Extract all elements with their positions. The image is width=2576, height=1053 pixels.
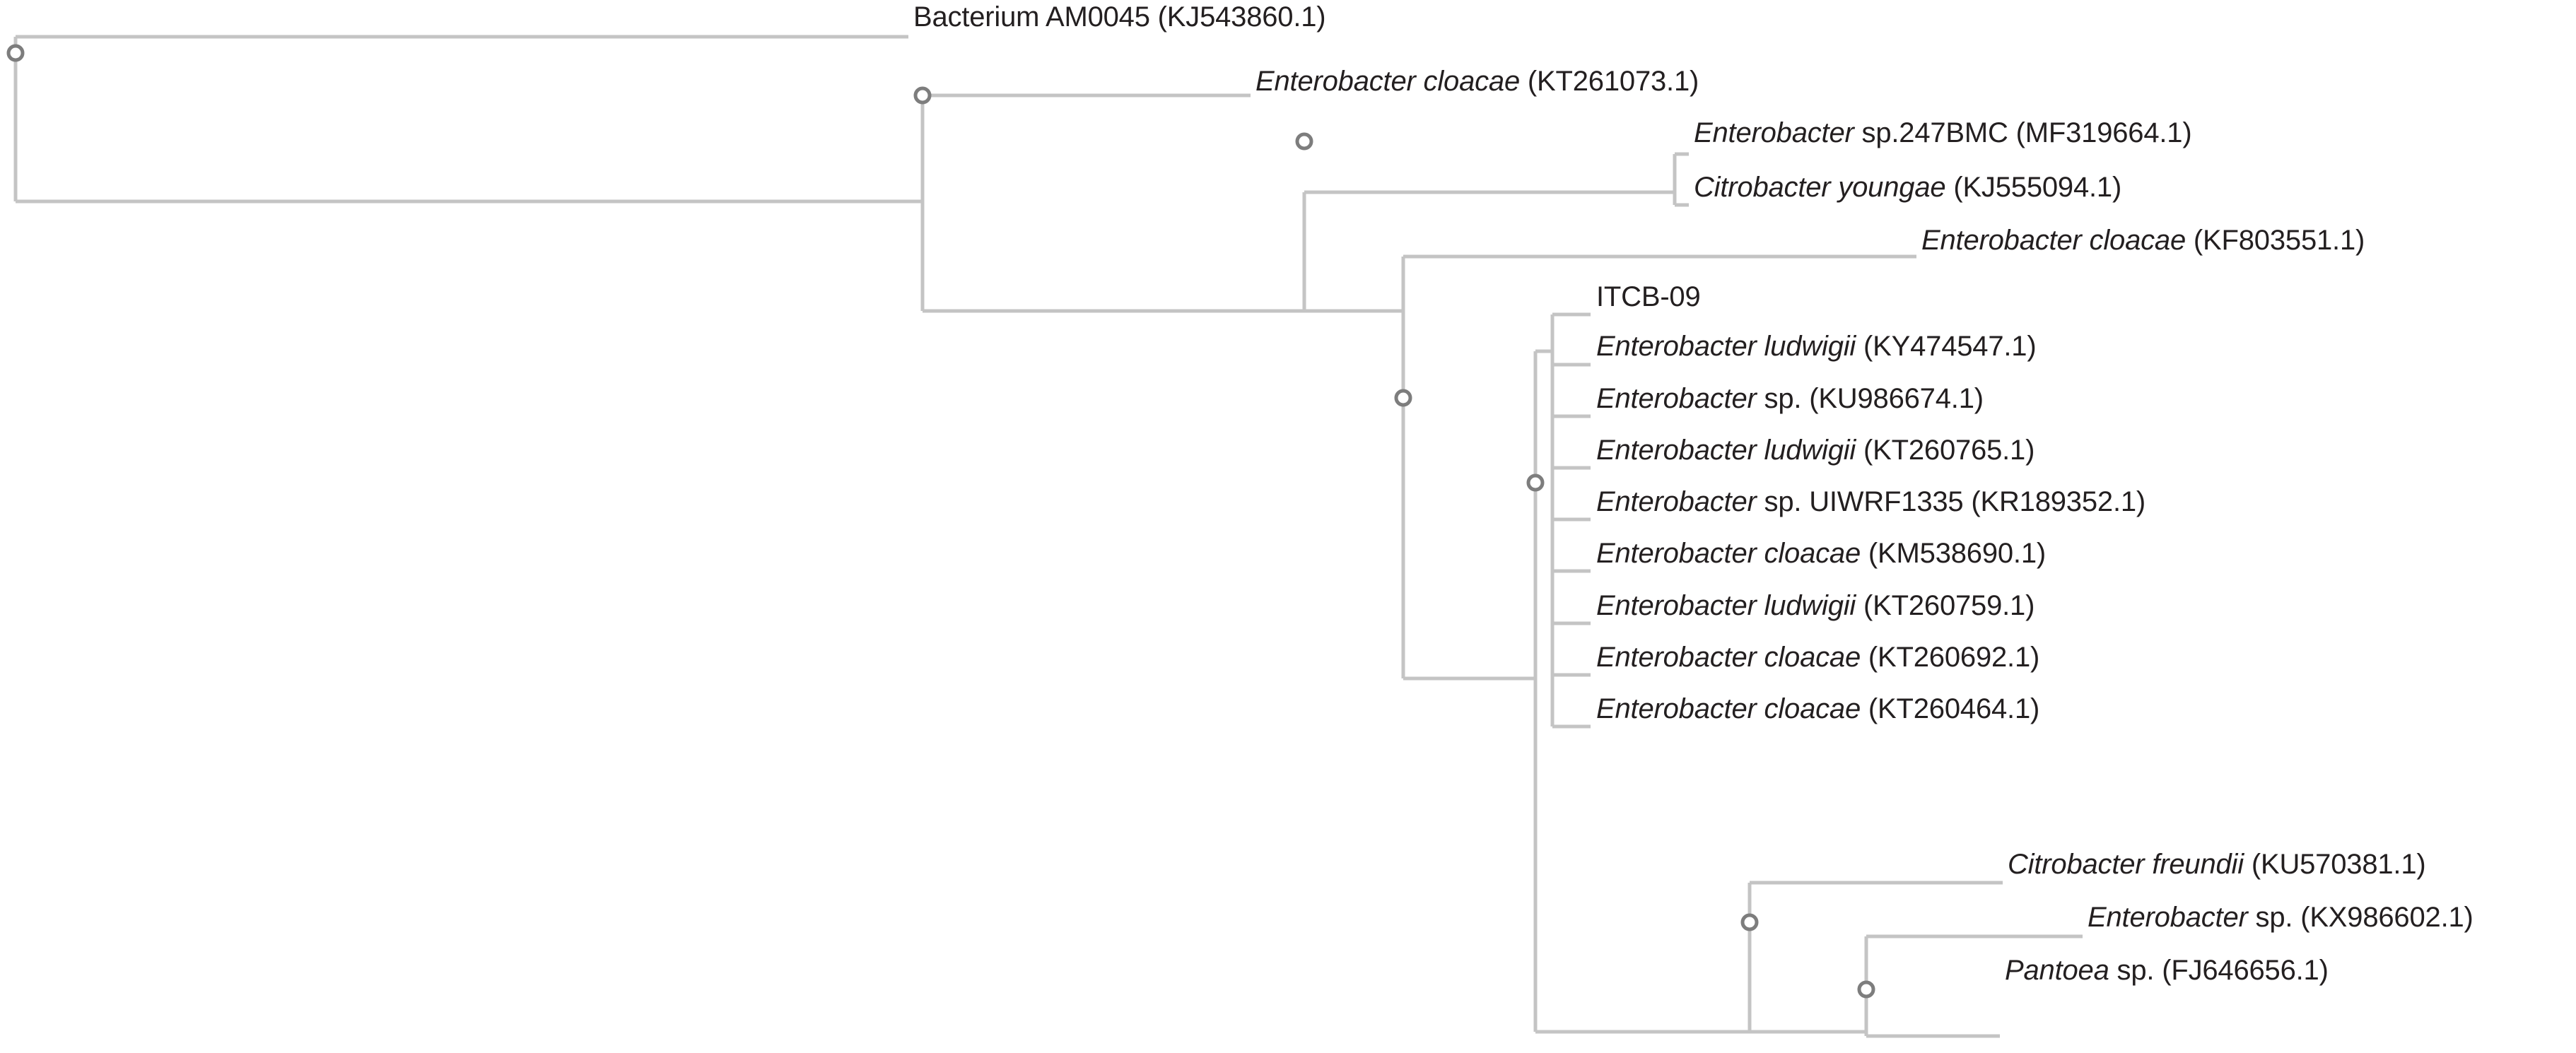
tip-13-species: Enterobacter cloacae [1596, 642, 1861, 673]
tip-label-enterobacter-ludwigii-ky474547: Enterobacter ludwigii (KY474547.1) [1596, 331, 2037, 362]
tip-13-accession: (KT260692.1) [1861, 642, 2040, 673]
tip-2-accession: (KT261073.1) [1520, 66, 1699, 97]
tip-6-accession: ITCB-09 [1596, 281, 1701, 312]
tip-3-accession: sp.247BMC (MF319664.1) [1854, 117, 2192, 148]
tip-16-accession: sp. (KX986602.1) [2247, 902, 2473, 933]
tip-3-species: Enterobacter [1694, 117, 1854, 148]
tip-10-accession: sp. UIWRF1335 (KR189352.1) [1756, 486, 2146, 517]
tip-14-species: Enterobacter cloacae [1596, 693, 1861, 724]
tip-label-enterobacter-cloacae-kt260692: Enterobacter cloacae (KT260692.1) [1596, 643, 2039, 671]
tip-15-accession: (KU570381.1) [2243, 849, 2426, 880]
tip-label-enterobacter-sp-247bmc: Enterobacter sp.247BMC (MF319664.1) [1694, 117, 2192, 148]
tip-label-citrobacter-youngae: Citrobacter youngae (KJ555094.1) [1694, 173, 2121, 201]
tip-17-species: Pantoea [2005, 955, 2109, 986]
tip-label-enterobacter-cloacae-kf803551: Enterobacter cloacae (KF803551.1) [1921, 226, 2365, 254]
tip-label-pantoea-sp: Pantoea sp. (FJ646656.1) [2005, 956, 2329, 984]
node-marker-247bmc-clade [1394, 389, 1412, 407]
node-marker-ludwigii-clade [1526, 473, 1545, 492]
node-marker-root [6, 44, 25, 62]
tip-14-accession: (KT260464.1) [1861, 693, 2040, 724]
tip-label-enterobacter-sp-ku986674: Enterobacter sp. (KU986674.1) [1596, 384, 1984, 413]
tip-12-species: Enterobacter ludwigii [1596, 590, 1856, 621]
tip-label-enterobacter-ludwigii-kt260765: Enterobacter ludwigii (KT260765.1) [1596, 436, 2035, 464]
tip-label-enterobacter-cloacae-km538690: Enterobacter cloacae (KM538690.1) [1596, 539, 2046, 567]
tip-label-enterobacter-sp-uiwrf1335: Enterobacter sp. UIWRF1335 (KR189352.1) [1596, 488, 2145, 516]
tip-label-enterobacter-ludwigii-kt260759: Enterobacter ludwigii (KT260759.1) [1596, 592, 2035, 620]
tip-12-accession: (KT260759.1) [1856, 590, 2035, 621]
branch-lines [13, 35, 2083, 1038]
internal-node-markers [6, 44, 1875, 999]
tip-16-species: Enterobacter [2088, 902, 2248, 933]
tip-5-accession: (KF803551.1) [2186, 225, 2365, 256]
tip-15-species: Citrobacter freundii [2008, 849, 2244, 880]
node-marker-freundii-clade [1740, 913, 1759, 931]
tip-label-itcb-09: ITCB-09 [1596, 283, 1701, 311]
tip-7-species: Enterobacter ludwigii [1596, 331, 1856, 362]
tip-7-accession: (KY474547.1) [1856, 331, 2037, 362]
tip-10-species: Enterobacter [1596, 486, 1757, 517]
tip-4-accession: (KJ555094.1) [1945, 172, 2122, 203]
tip-8-species: Enterobacter [1596, 383, 1757, 414]
tip-8-accession: sp. (KU986674.1) [1756, 383, 1984, 414]
tip-1-accession: Bacterium AM0045 (KJ543860.1) [913, 1, 1326, 33]
tip-label-enterobacter-sp-kx986602: Enterobacter sp. (KX986602.1) [2088, 903, 2473, 931]
tip-11-accession: (KM538690.1) [1861, 538, 2047, 569]
tip-4-species: Citrobacter youngae [1694, 172, 1946, 203]
tip-5-species: Enterobacter cloacae [1921, 225, 2186, 256]
node-marker-pantoea-clade [1857, 980, 1875, 999]
tip-9-accession: (KT260765.1) [1856, 435, 2035, 466]
node-marker-core-clade [1295, 132, 1313, 151]
tip-9-species: Enterobacter ludwigii [1596, 435, 1856, 466]
tip-label-enterobacter-cloacae-kt260464: Enterobacter cloacae (KT260464.1) [1596, 695, 2039, 723]
tip-2-species: Enterobacter cloacae [1255, 66, 1521, 97]
tip-label-bacterium-am0045: Bacterium AM0045 (KJ543860.1) [913, 1, 1326, 33]
tip-11-species: Enterobacter cloacae [1596, 538, 1861, 569]
node-marker-enterobacteriaceae [913, 86, 932, 105]
tip-17-accession: sp. (FJ646656.1) [2109, 955, 2329, 986]
tip-label-citrobacter-freundii: Citrobacter freundii (KU570381.1) [2008, 850, 2426, 878]
tip-label-enterobacter-cloacae-kt261073: Enterobacter cloacae (KT261073.1) [1255, 67, 1699, 95]
